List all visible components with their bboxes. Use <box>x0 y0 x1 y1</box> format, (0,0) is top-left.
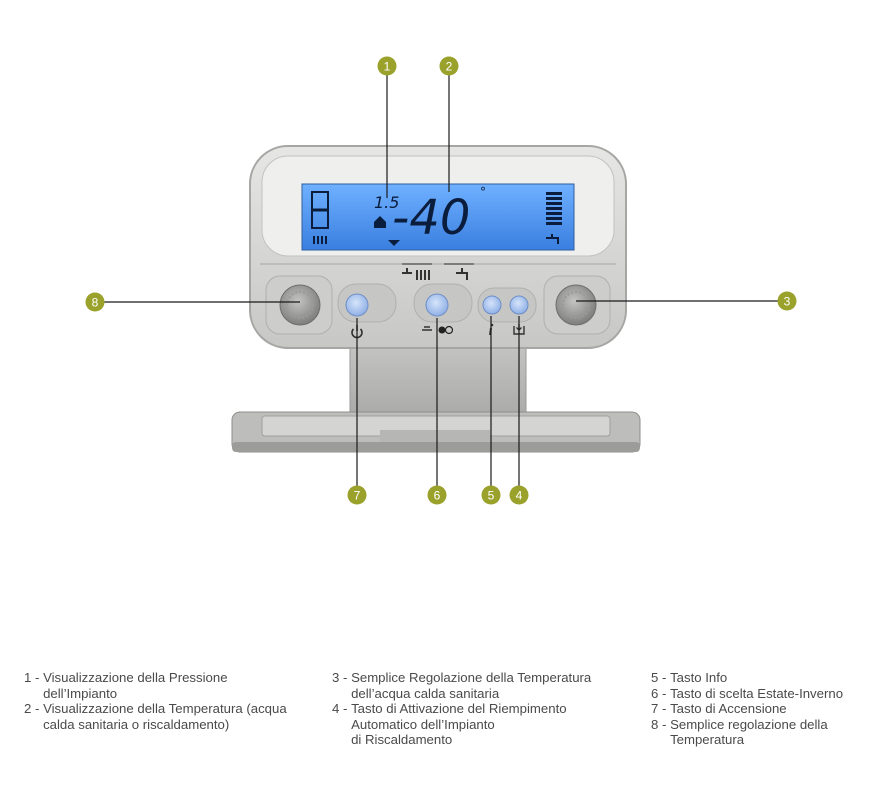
pressure-display: 1.5 <box>374 193 399 212</box>
temperature-unit: ° <box>480 185 486 199</box>
callout-badge-4: 4 <box>509 485 529 505</box>
mode-icons <box>402 263 474 280</box>
power-button[interactable] <box>345 293 369 317</box>
device-stand <box>231 329 641 453</box>
winter-mode-icon <box>402 268 430 280</box>
lcd-screen: 1.5 -40 ° <box>301 183 575 251</box>
legend-column-3: 5 - Tasto Info 6 - Tasto di scelta Estat… <box>651 670 843 748</box>
legend-item-5: 5 - Tasto Info <box>651 670 843 686</box>
callout-badge-3: 3 <box>777 291 797 311</box>
summer-mode-icon <box>456 268 468 280</box>
legend-item-8: 8 - Semplice regolazione della Temperatu… <box>651 717 843 748</box>
legend-item-4: 4 - Tasto di Attivazione del Riempimento… <box>332 701 591 748</box>
legend-column-1: 1 - Visualizzazione della Pressione dell… <box>24 670 287 732</box>
callout-lines <box>102 73 780 488</box>
legend-item-6: 6 - Tasto di scelta Estate-Inverno <box>651 686 843 702</box>
auto-fill-button[interactable] <box>509 295 529 315</box>
callout-badge-1: 1 <box>377 56 397 76</box>
legend-number: 1 - <box>24 670 44 685</box>
legend-item-2: 2 - Visualizzazione della Temperatura (a… <box>24 701 287 732</box>
temperature-display: -40 <box>392 190 470 246</box>
legend-text: Visualizzazione della Temperatura (acqua… <box>43 701 287 732</box>
callout-badge-2: 2 <box>439 56 459 76</box>
callout-badge-8: 8 <box>85 292 105 312</box>
callout-badge-5: 5 <box>481 485 501 505</box>
legend-number: 8 - <box>651 716 671 732</box>
svg-text:7: 7 <box>354 489 361 503</box>
legend-column-2: 3 - Semplice Regolazione della Temperatu… <box>332 670 591 748</box>
tap-icon <box>546 234 559 244</box>
legend-text: Tasto di scelta Estate-Inverno <box>670 685 844 701</box>
legend-text: Visualizzazione della Pressione dell’Imp… <box>43 670 228 701</box>
legend-text: Tasto di Accensione <box>670 701 787 716</box>
dhw-temperature-knob[interactable] <box>555 284 597 326</box>
legend-text: Semplice regolazione della Temperatura <box>670 716 828 748</box>
legend-number: 3 - <box>332 670 352 685</box>
legend-item-3: 3 - Semplice Regolazione della Temperatu… <box>332 670 591 701</box>
legend-text: Tasto Info <box>670 670 728 685</box>
legend-number: 6 - <box>651 685 671 701</box>
summer-winter-icon <box>422 325 454 335</box>
legend-item-7: 7 - Tasto di Accensione <box>651 701 843 717</box>
callout-badge-7: 7 <box>347 485 367 505</box>
svg-text:2: 2 <box>446 60 453 74</box>
svg-text:1: 1 <box>384 60 391 74</box>
svg-text:6: 6 <box>434 489 441 503</box>
legend-text: Semplice Regolazione della Temperatura d… <box>351 670 592 701</box>
control-panel-diagram: 1.5 -40 ° <box>85 56 797 505</box>
legend-text: Tasto di Attivazione del Riempimento Aut… <box>351 701 567 747</box>
svg-text:8: 8 <box>92 296 99 310</box>
legend-number: 5 - <box>651 670 671 685</box>
legend-item-1: 1 - Visualizzazione della Pressione dell… <box>24 670 287 701</box>
callout-badge-6: 6 <box>427 485 447 505</box>
house-icon <box>374 216 386 228</box>
svg-text:4: 4 <box>516 489 523 503</box>
svg-text:3: 3 <box>784 295 791 309</box>
radiator-icon <box>313 236 327 244</box>
legend-number: 2 - <box>24 701 44 716</box>
info-button[interactable] <box>482 295 502 315</box>
temperature-bar <box>546 192 562 225</box>
heating-temperature-knob[interactable] <box>279 284 321 326</box>
summer-winter-button[interactable] <box>425 293 449 317</box>
legend-number: 7 - <box>651 701 671 716</box>
selector-arrow-icon <box>388 240 400 246</box>
svg-text:5: 5 <box>488 489 495 503</box>
legend-number: 4 - <box>332 701 352 716</box>
